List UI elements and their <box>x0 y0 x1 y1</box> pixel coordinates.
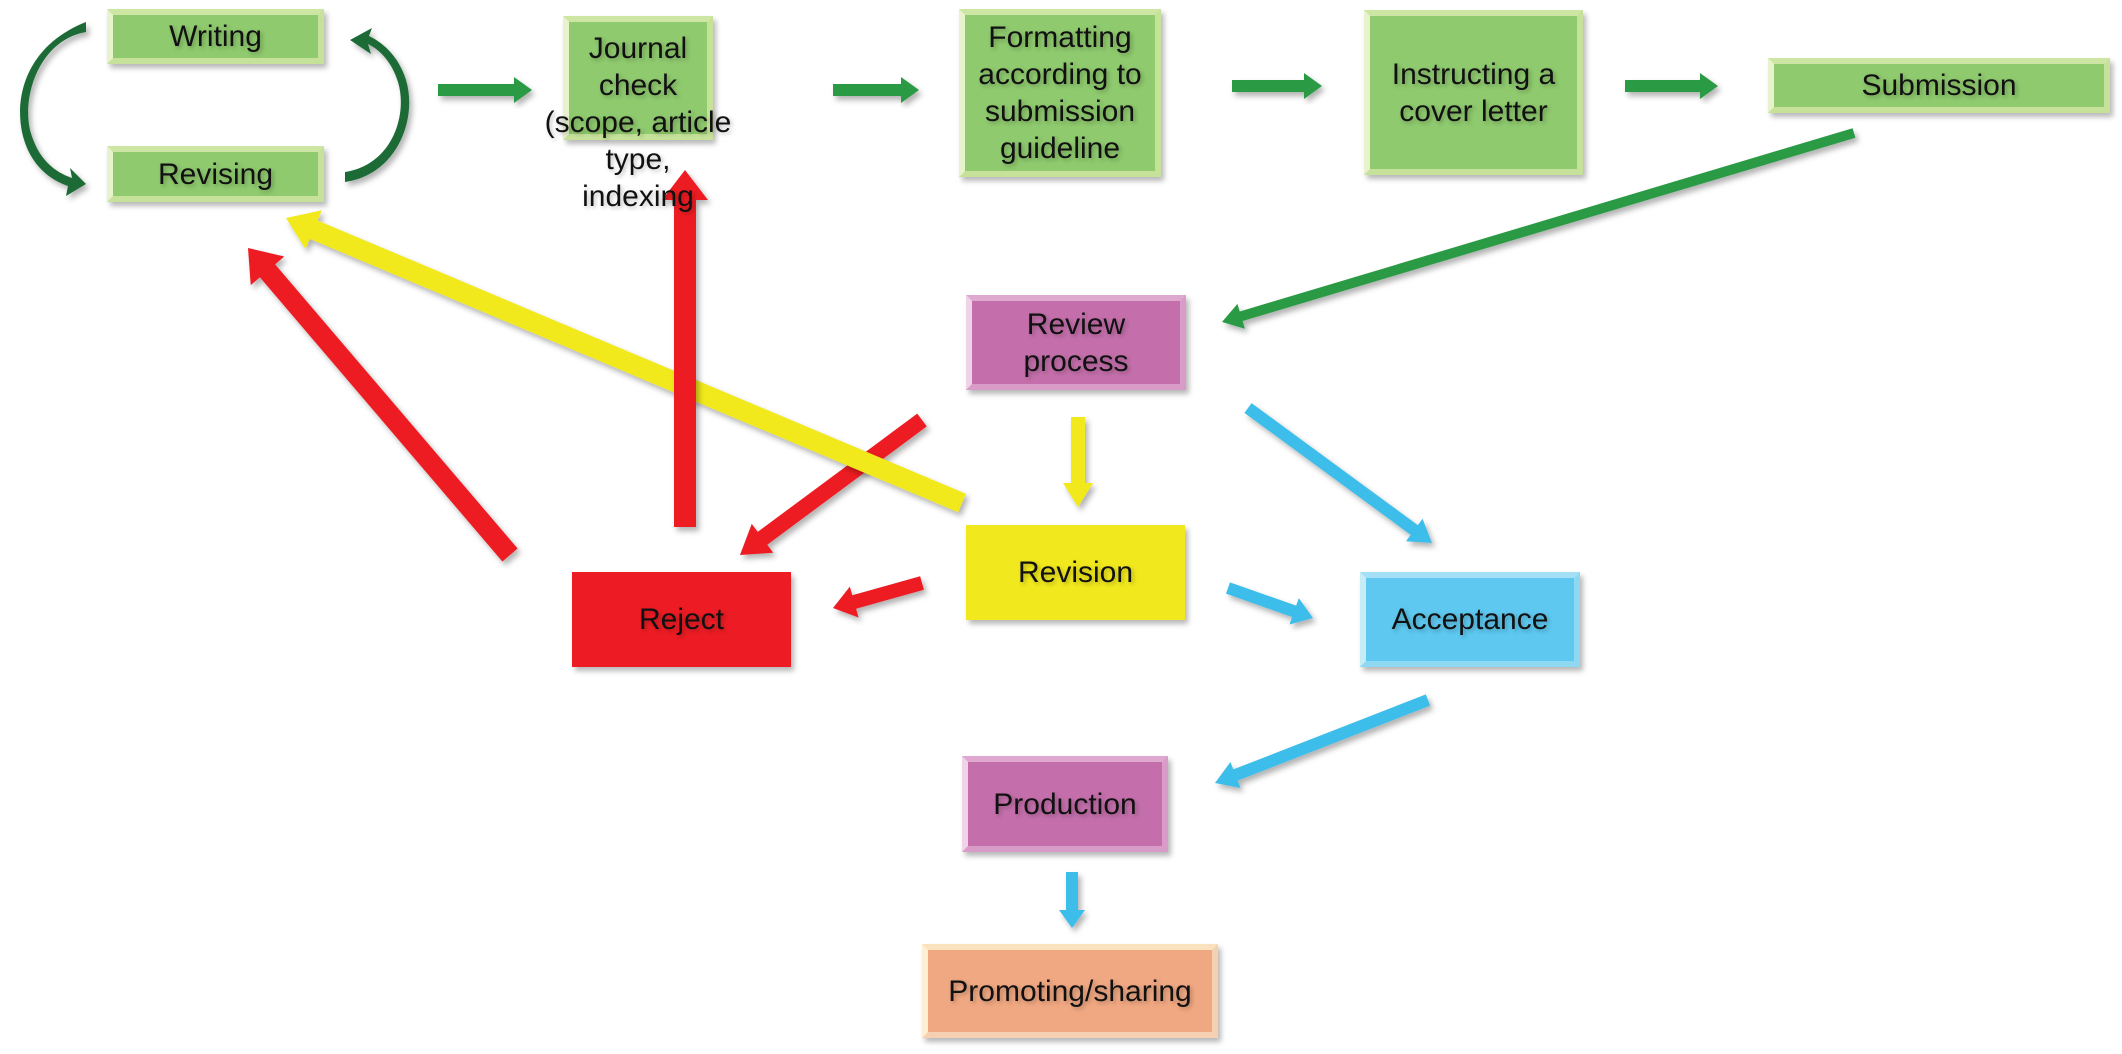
arrow-cover-letter-to-submission <box>1625 73 1718 99</box>
arrow-writing-to-revising <box>20 22 86 196</box>
node-journal-check-label: Journal check (scope, article type, inde… <box>544 32 732 213</box>
arrow-reject-to-journal-check <box>662 170 708 527</box>
arrow-revision-to-reject <box>833 576 924 618</box>
node-writing-label: Writing <box>169 20 262 53</box>
node-revision-label: Revision <box>1017 556 1134 589</box>
node-revision: Revision <box>966 525 1185 620</box>
node-journal-check: Journal check (scope, article type, inde… <box>545 16 731 213</box>
arrow-loop-to-journal-check <box>438 77 532 103</box>
arrow-production-to-promoting <box>1059 872 1085 928</box>
node-formatting: Formatting according to submission guide… <box>959 9 1161 177</box>
arrow-reject-to-revising <box>248 248 518 562</box>
arrow-review-to-revision <box>1063 417 1093 507</box>
node-production: Production <box>962 756 1168 852</box>
node-revising: Revising <box>107 146 324 202</box>
node-formatting-label: Formatting according to submission guide… <box>978 21 1142 165</box>
edges-layer <box>20 22 1856 928</box>
arrow-review-to-acceptance <box>1244 403 1432 543</box>
arrow-acceptance-to-production <box>1215 694 1431 789</box>
node-promoting-sharing: Promoting/sharing <box>922 944 1218 1038</box>
node-acceptance: Acceptance <box>1360 572 1580 667</box>
node-submission: Submission <box>1768 58 2110 113</box>
node-promoting-sharing-label: Promoting/sharing <box>948 974 1192 1008</box>
node-reject: Reject <box>572 572 791 667</box>
arrow-review-to-reject <box>740 413 927 555</box>
node-acceptance-label: Acceptance <box>1391 603 1549 636</box>
node-cover-letter: Instructing a cover letter <box>1364 10 1583 175</box>
arrow-submission-to-review <box>1222 128 1856 329</box>
arrow-revising-to-writing <box>345 28 410 182</box>
node-review-process-label: Review process <box>1023 307 1129 378</box>
node-revising-label: Revising <box>157 157 274 191</box>
node-cover-letter-label: Instructing a cover letter <box>1391 57 1556 128</box>
node-writing: Writing <box>107 9 324 64</box>
node-review-process: Review process <box>966 295 1186 390</box>
arrow-revision-to-revising <box>286 210 966 513</box>
arrow-journal-check-to-formatting <box>833 77 919 103</box>
node-production-label: Production <box>993 787 1137 821</box>
node-submission-label: Submission <box>1861 69 2017 102</box>
arrow-formatting-to-cover-letter <box>1232 73 1322 99</box>
arrow-revision-to-acceptance <box>1226 582 1313 625</box>
node-reject-label: Reject <box>638 603 725 636</box>
